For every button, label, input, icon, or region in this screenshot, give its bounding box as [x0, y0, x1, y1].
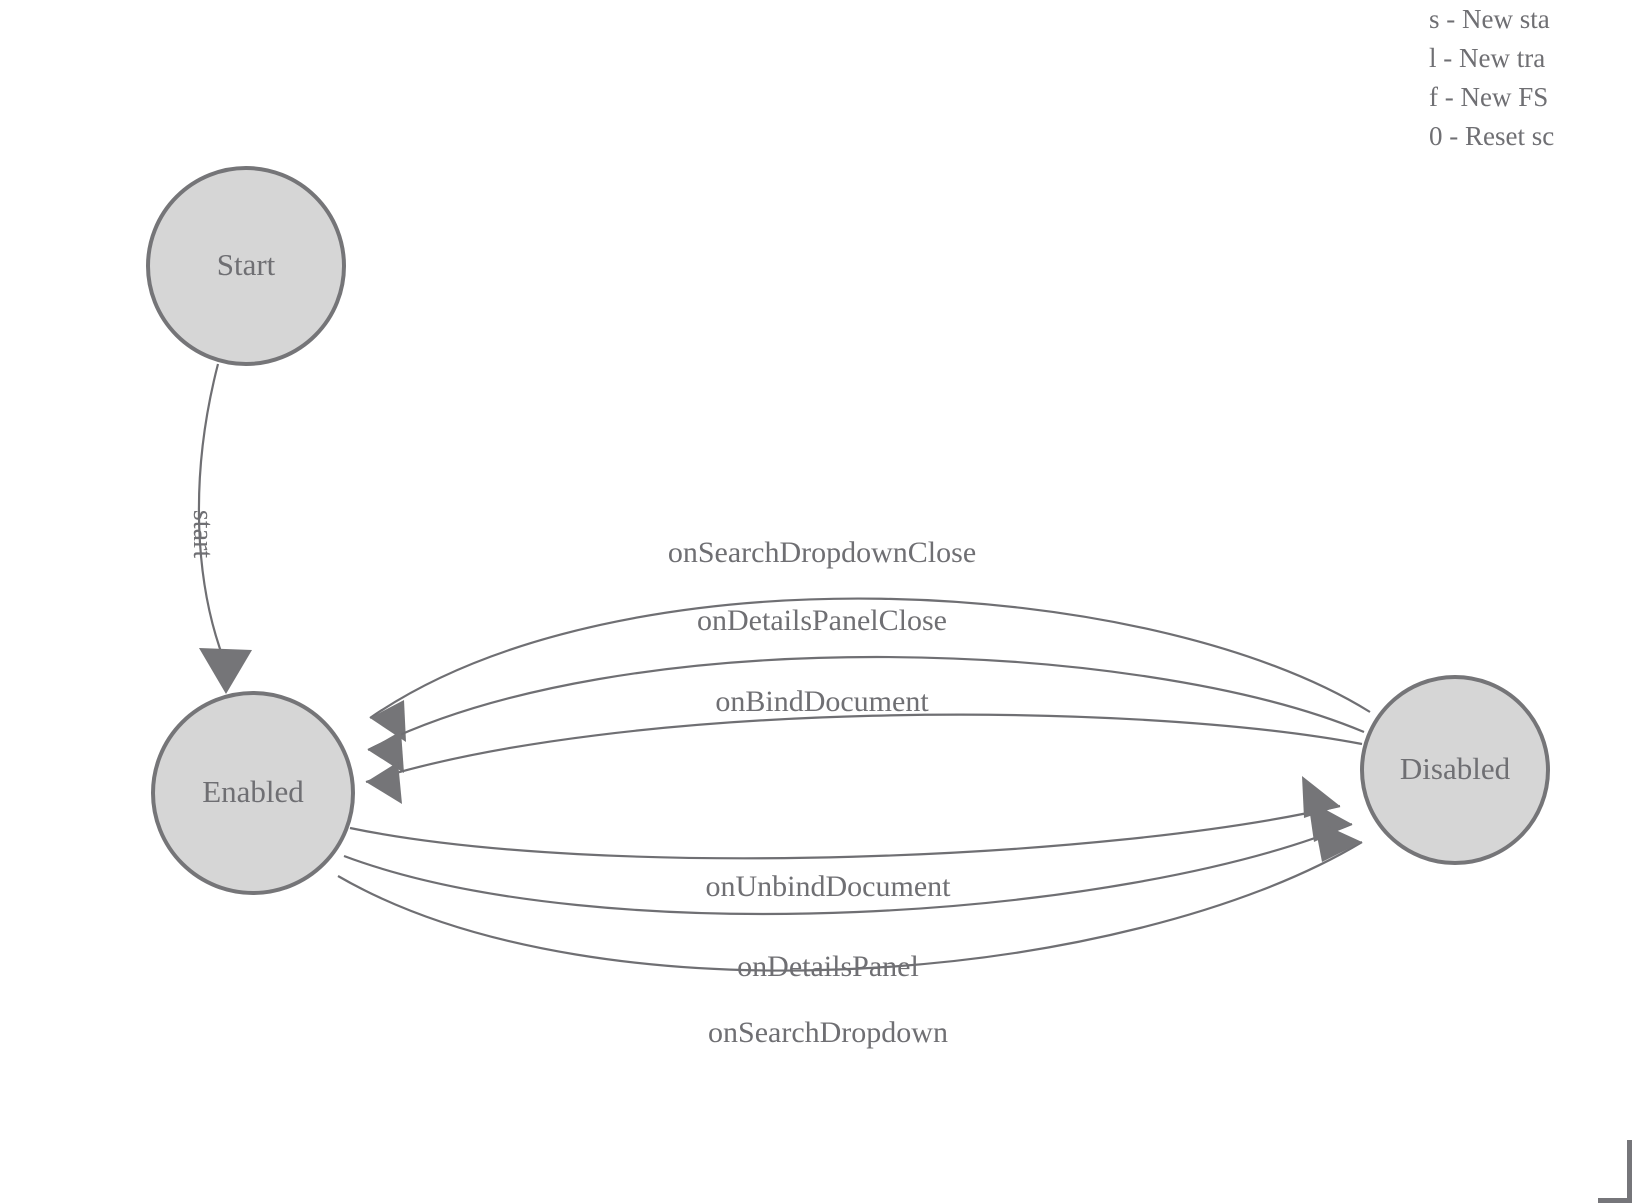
window-edge-right: [1627, 1140, 1632, 1203]
transition-label: onSearchDropdownClose: [668, 536, 976, 569]
transition-path[interactable]: [343, 822, 1353, 916]
transition-label: onSearchDropdown: [708, 1016, 948, 1049]
transition-path[interactable]: [369, 597, 1371, 719]
arrowhead-icon: [370, 700, 406, 742]
transition-label: onUnbindDocument: [706, 870, 952, 903]
window-edge-bottom: [1598, 1198, 1632, 1203]
state-label: Start: [217, 247, 276, 282]
transition-onUnbindDocument[interactable]: onUnbindDocument: [349, 776, 1341, 903]
transition-label: onDetailsPanelClose: [697, 604, 947, 637]
transition-onBindDocument[interactable]: onBindDocument: [365, 685, 1363, 804]
state-node-disabled[interactable]: Disabled: [1360, 675, 1550, 865]
state-circle[interactable]: [151, 691, 355, 895]
arrowhead-icon: [199, 648, 252, 694]
transition-onSearchDropdownClose[interactable]: onSearchDropdownClose: [369, 536, 1371, 742]
arrowhead-icon: [368, 731, 404, 773]
transition-path[interactable]: [367, 655, 1365, 751]
state-node-start[interactable]: Start: [146, 166, 346, 366]
arrowhead-icon: [366, 762, 402, 804]
transition-path[interactable]: [197, 363, 226, 661]
transition-onSearchDropdown[interactable]: onSearchDropdown: [337, 820, 1363, 1049]
arrowhead-icon: [1314, 820, 1362, 862]
transition-label: start: [187, 510, 218, 558]
state-circle[interactable]: [146, 166, 346, 366]
transition-label: onBindDocument: [715, 685, 929, 718]
transition-start[interactable]: start: [187, 363, 252, 694]
state-label: Enabled: [202, 774, 304, 809]
state-node-enabled[interactable]: Enabled: [151, 691, 355, 895]
transition-path[interactable]: [337, 841, 1363, 972]
transition-onDetailsPanelClose[interactable]: onDetailsPanelClose: [367, 604, 1365, 773]
transition-path[interactable]: [349, 804, 1341, 860]
state-circle[interactable]: [1360, 675, 1550, 865]
state-label: Disabled: [1400, 751, 1511, 786]
transition-path[interactable]: [365, 713, 1363, 784]
